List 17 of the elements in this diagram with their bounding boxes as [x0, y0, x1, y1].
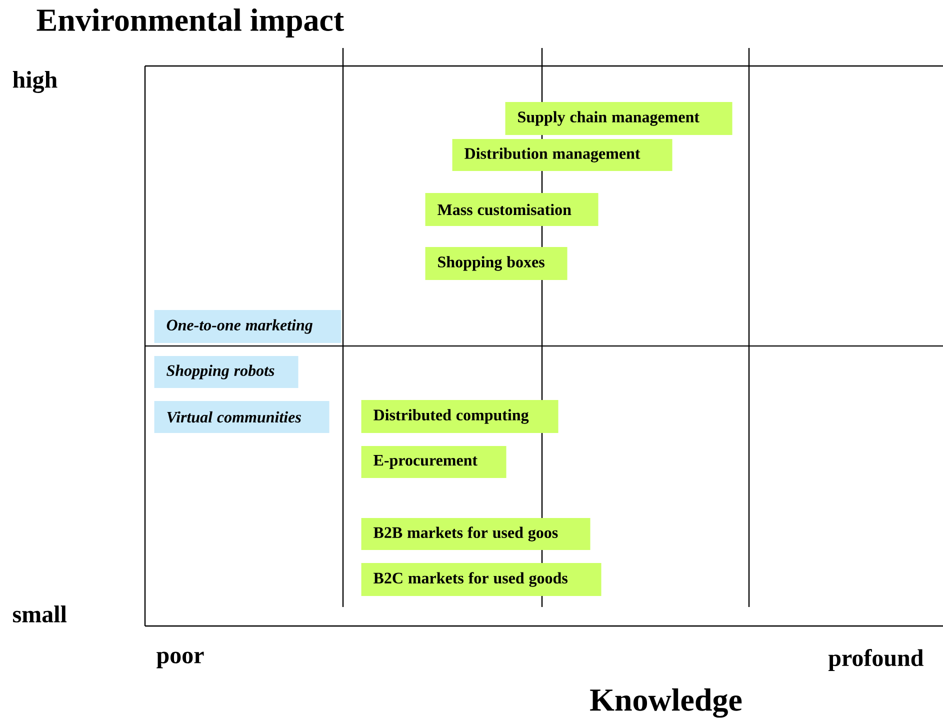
label-box: Supply chain management: [505, 102, 732, 135]
label-box: Mass customisation: [425, 193, 598, 226]
label-box: Distribution management: [452, 139, 672, 171]
chart-title: Environmental impact: [36, 8, 344, 38]
label-box: Distributed computing: [361, 400, 558, 433]
label-box: E-procurement: [361, 446, 506, 478]
label-box: B2C markets for used goods: [361, 563, 602, 596]
label-box: Shopping robots: [154, 356, 298, 388]
axis-label: profound: [828, 649, 924, 671]
label-box: Shopping boxes: [425, 247, 568, 280]
label-box: One-to-one marketing: [154, 310, 342, 343]
label-box: Virtual communities: [154, 401, 330, 433]
axis-title: Knowledge: [590, 688, 742, 718]
axis-label: high: [12, 71, 58, 93]
label-box: B2B markets for used goos: [361, 518, 590, 550]
axis-label: poor: [156, 652, 204, 668]
axis-label: small: [13, 606, 67, 622]
